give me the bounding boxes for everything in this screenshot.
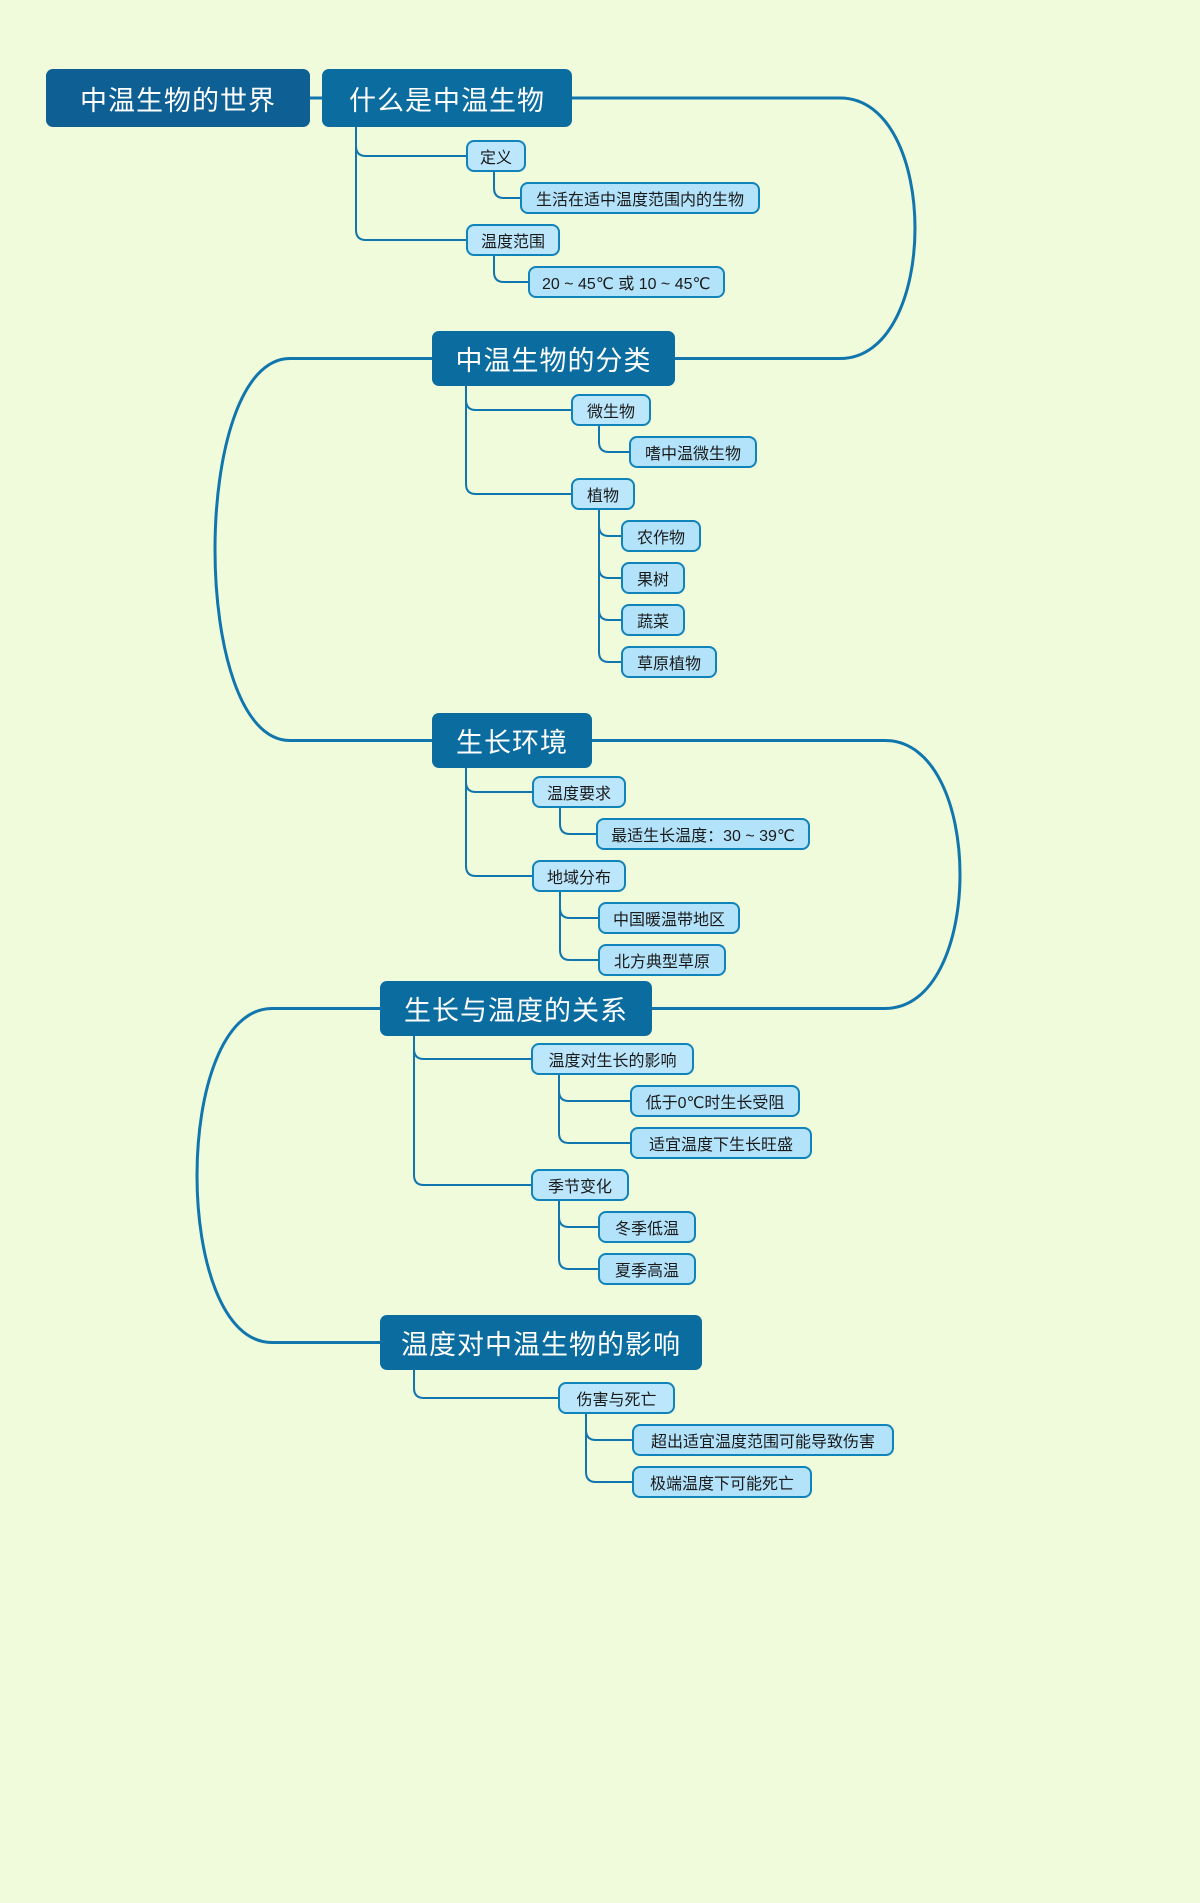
connector-path — [559, 891, 599, 961]
connector-path — [465, 767, 533, 877]
connector-path — [355, 126, 467, 157]
leaf-node-2-2-4-label: 草原植物 — [636, 656, 701, 673]
connector-path — [558, 1074, 631, 1102]
connector-path — [558, 1200, 599, 1228]
branch-node-5-temp-effect-label: 温度对中温生物的影响 — [401, 1330, 681, 1360]
connector-path — [598, 425, 630, 453]
leaf-node-5-1-2-label: 极端温度下可能死亡 — [649, 1476, 794, 1493]
branch-node-3-environment[interactable]: 生长环境 — [432, 713, 592, 768]
leaf-node-1-1-1-label: 生活在适中温度范围内的生物 — [535, 192, 744, 209]
sub-node-4-1[interactable]: 温度对生长的影响 — [531, 1043, 694, 1075]
sub-node-4-2[interactable]: 季节变化 — [531, 1169, 629, 1201]
leaf-node-4-1-2[interactable]: 适宜温度下生长旺盛 — [630, 1127, 812, 1159]
connector-path — [598, 509, 622, 537]
leaf-node-3-1-1[interactable]: 最适生长温度：30 ~ 39℃ — [596, 818, 810, 850]
leaf-node-4-1-2-label: 适宜温度下生长旺盛 — [648, 1137, 793, 1154]
connector-path — [598, 509, 622, 579]
leaf-node-2-2-2[interactable]: 果树 — [621, 562, 685, 594]
sub-node-2-2[interactable]: 植物 — [571, 478, 635, 510]
root-node[interactable]: 中温生物的世界 — [46, 69, 310, 127]
connector-path — [355, 126, 467, 241]
leaf-node-4-2-2-label: 夏季高温 — [614, 1263, 679, 1280]
leaf-node-4-2-1-label: 冬季低温 — [614, 1221, 679, 1238]
branch-node-1-what-is-label: 什么是中温生物 — [349, 85, 545, 116]
connector-path — [570, 96, 917, 360]
sub-node-3-1-label: 温度要求 — [546, 786, 611, 803]
connector-path — [558, 1200, 599, 1270]
connector-path — [413, 1035, 532, 1186]
branch-node-2-classification[interactable]: 中温生物的分类 — [432, 331, 675, 386]
connector-path — [558, 1074, 631, 1144]
leaf-node-4-2-1[interactable]: 冬季低温 — [598, 1211, 696, 1243]
leaf-node-3-2-1-label: 中国暖温带地区 — [612, 912, 725, 929]
leaf-node-3-2-2[interactable]: 北方典型草原 — [598, 944, 726, 976]
leaf-node-5-1-2[interactable]: 极端温度下可能死亡 — [632, 1466, 812, 1498]
leaf-node-2-2-3-label: 蔬菜 — [636, 614, 669, 631]
branch-node-1-what-is[interactable]: 什么是中温生物 — [322, 69, 572, 127]
leaf-node-2-2-3[interactable]: 蔬菜 — [621, 604, 685, 636]
branch-node-5-temp-effect[interactable]: 温度对中温生物的影响 — [380, 1315, 702, 1370]
sub-node-4-2-label: 季节变化 — [547, 1179, 612, 1196]
branch-node-4-growth-temp-label: 生长与温度的关系 — [404, 996, 628, 1026]
leaf-node-2-2-1[interactable]: 农作物 — [621, 520, 701, 552]
leaf-node-5-1-1-label: 超出适宜温度范围可能导致伤害 — [650, 1434, 875, 1451]
root-node-label: 中温生物的世界 — [80, 85, 276, 116]
branch-node-4-growth-temp[interactable]: 生长与温度的关系 — [380, 981, 652, 1036]
leaf-node-2-1-1-label: 嗜中温微生物 — [644, 446, 741, 463]
leaf-node-4-1-1-label: 低于0℃时生长受阻 — [645, 1095, 785, 1112]
leaf-node-3-1-1-label: 最适生长温度：30 ~ 39℃ — [611, 828, 795, 845]
sub-node-1-2[interactable]: 温度范围 — [466, 224, 560, 256]
leaf-node-4-1-1[interactable]: 低于0℃时生长受阻 — [630, 1085, 800, 1117]
sub-node-2-1-label: 微生物 — [586, 404, 635, 421]
connector-path — [413, 1369, 559, 1399]
connector-path — [559, 807, 597, 835]
branch-node-3-environment-label: 生长环境 — [456, 728, 568, 758]
sub-node-2-2-label: 植物 — [586, 488, 619, 505]
leaf-node-3-2-2-label: 北方典型草原 — [613, 954, 710, 971]
leaf-node-2-2-4[interactable]: 草原植物 — [621, 646, 717, 678]
leaf-node-5-1-1[interactable]: 超出适宜温度范围可能导致伤害 — [632, 1424, 894, 1456]
connector-path — [493, 171, 521, 199]
connector-path — [413, 1035, 532, 1060]
connector-path — [598, 509, 622, 663]
sub-node-4-1-label: 温度对生长的影响 — [548, 1053, 677, 1070]
sub-node-2-1[interactable]: 微生物 — [571, 394, 651, 426]
sub-node-1-1-label: 定义 — [480, 150, 513, 167]
connector-path — [585, 1413, 633, 1441]
sub-node-3-1[interactable]: 温度要求 — [532, 776, 626, 808]
connector-path — [213, 357, 434, 742]
sub-node-5-1[interactable]: 伤害与死亡 — [558, 1382, 675, 1414]
leaf-node-1-2-1-label: 20 ~ 45℃ 或 10 ~ 45℃ — [542, 276, 711, 293]
connector-path — [195, 1007, 382, 1344]
connector-path — [465, 385, 572, 495]
connector-path — [465, 767, 533, 793]
connector-path — [559, 891, 599, 919]
leaf-node-3-2-1[interactable]: 中国暖温带地区 — [598, 902, 740, 934]
leaf-node-1-1-1[interactable]: 生活在适中温度范围内的生物 — [520, 182, 760, 214]
leaf-node-2-1-1[interactable]: 嗜中温微生物 — [629, 436, 757, 468]
leaf-node-2-2-1-label: 农作物 — [636, 530, 685, 547]
connector-path — [465, 385, 572, 411]
leaf-node-4-2-2[interactable]: 夏季高温 — [598, 1253, 696, 1285]
sub-node-3-2[interactable]: 地域分布 — [532, 860, 626, 892]
sub-node-1-2-label: 温度范围 — [480, 234, 545, 251]
leaf-node-1-2-1[interactable]: 20 ~ 45℃ 或 10 ~ 45℃ — [528, 266, 725, 298]
branch-node-2-classification-label: 中温生物的分类 — [455, 346, 652, 376]
sub-node-1-1[interactable]: 定义 — [466, 140, 527, 172]
sub-node-3-2-label: 地域分布 — [546, 870, 611, 887]
sub-node-5-1-label: 伤害与死亡 — [576, 1392, 657, 1409]
connector-path — [598, 509, 622, 621]
leaf-node-2-2-2-label: 果树 — [636, 572, 669, 589]
connector-path — [493, 255, 529, 283]
connector-path — [585, 1413, 633, 1483]
